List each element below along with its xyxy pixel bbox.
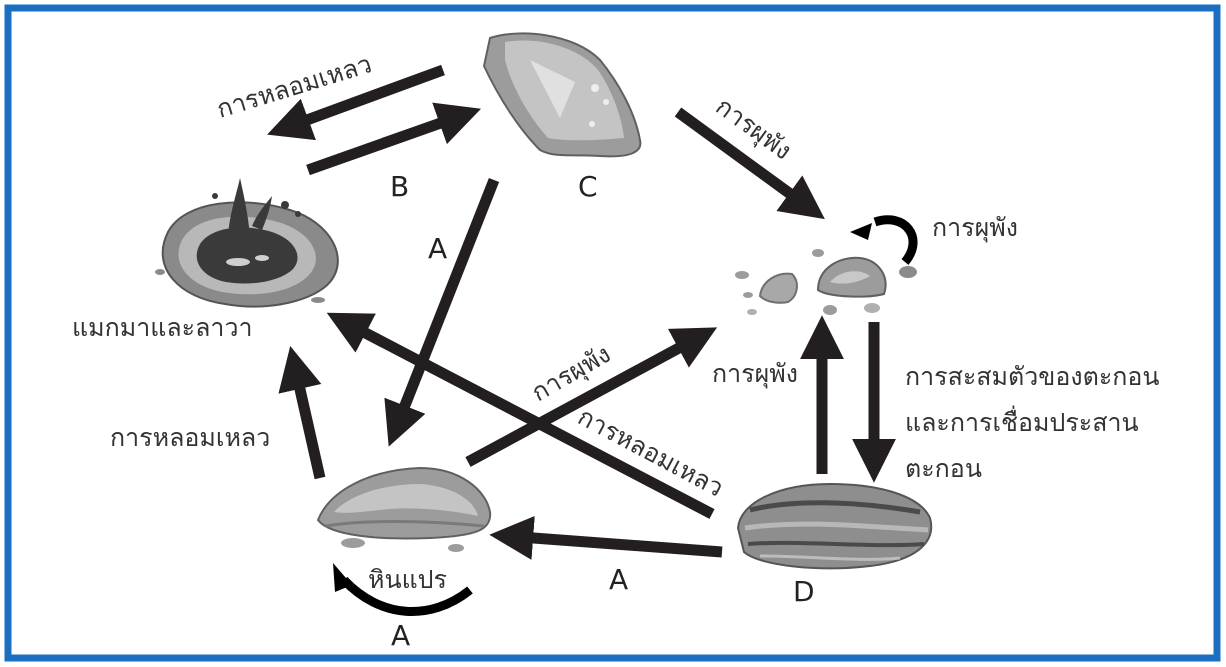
label-a-d-to-metamorphic: A	[609, 563, 628, 596]
label-d: D	[793, 575, 815, 608]
label-weather-d: การผุพัง	[712, 359, 798, 389]
label-a-c-to-metamorphic: A	[428, 232, 447, 265]
label-deposition-line3: ตะกอน	[905, 454, 982, 483]
label-weather-loop: การผุพัง	[932, 213, 1018, 243]
label-c: C	[578, 170, 598, 203]
label-a-loop: A	[391, 619, 410, 652]
label-melt-metamorphic-to-magma: การหลอมเหลว	[110, 423, 270, 452]
label-magma-lava: แมกมาและลาวา	[72, 313, 253, 342]
label-deposition-line1: การสะสมตัวของตะกอน	[905, 362, 1160, 391]
label-metamorphic-rock: หินแปร	[368, 565, 447, 594]
sedimentary-rock-icon	[738, 484, 931, 568]
label-deposition-line2: และการเชื่อมประสาน	[905, 405, 1139, 437]
label-b: B	[390, 170, 409, 203]
